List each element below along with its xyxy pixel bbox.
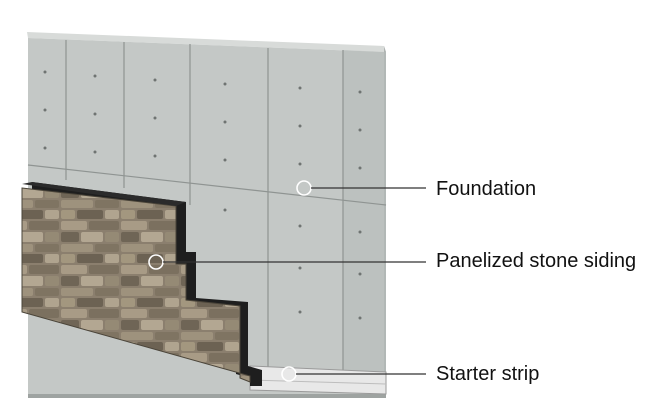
foundation-side-shadow bbox=[343, 50, 386, 382]
form-joints bbox=[27, 40, 387, 382]
wall-bottom-edge bbox=[28, 394, 386, 398]
stone-top-edge bbox=[22, 182, 186, 206]
starter-strip-label: Starter strip bbox=[436, 363, 540, 385]
panelized-stone-siding-label: Panelized stone siding bbox=[436, 250, 637, 272]
panelized-stone-siding-shape bbox=[21, 182, 262, 386]
foundation-label: Foundation bbox=[436, 178, 537, 200]
foundation-top-face bbox=[27, 32, 386, 52]
form-tie-holes bbox=[43, 70, 362, 320]
starter-strip-shape bbox=[249, 365, 387, 395]
callout-leaders bbox=[148, 180, 426, 382]
stone-face bbox=[21, 187, 251, 383]
